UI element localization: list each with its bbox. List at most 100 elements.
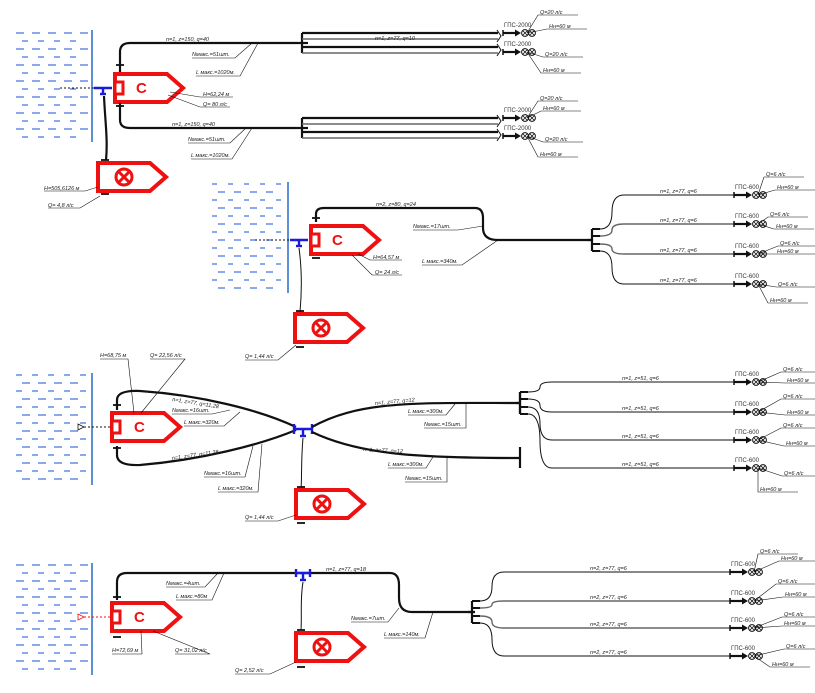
nozzle-head-label: Hн=60 м <box>777 185 799 191</box>
pump-letter: С <box>136 80 147 97</box>
n-max-label: Nмакс.=17шт. <box>413 224 451 230</box>
nozzle-type-label: ГПС-2000 <box>504 23 532 29</box>
nozzle-head-label: Hн=60 м <box>787 378 809 384</box>
branch-hose[interactable] <box>599 250 734 285</box>
aux-pump[interactable] <box>294 631 366 663</box>
trunk-hose-in-upper[interactable] <box>115 389 297 428</box>
pump-truck[interactable] <box>110 601 182 633</box>
branch-hose[interactable] <box>599 243 734 255</box>
branch-hose[interactable] <box>599 223 734 237</box>
aux-hose[interactable] <box>300 437 304 491</box>
aux-pump[interactable] <box>294 488 366 520</box>
aux-flow-label: Q= 2,52 л/с <box>235 668 264 674</box>
hose-params: n=1, z=77, q=12 <box>363 447 403 455</box>
trunk-hose-out-lower[interactable] <box>311 431 521 460</box>
leader-line <box>526 110 581 119</box>
nozzle-head-label: Hн=60 м <box>770 298 792 304</box>
branch-hose[interactable] <box>599 194 734 230</box>
leader-line <box>753 648 815 657</box>
merge-fitting <box>496 114 502 128</box>
trunk-hose-out-upper[interactable] <box>311 401 521 428</box>
pump-letter: С <box>134 609 145 626</box>
leader-line <box>753 583 815 602</box>
aux-pump[interactable] <box>96 161 168 193</box>
branch-hose[interactable] <box>479 615 730 629</box>
branch-hose[interactable] <box>479 622 730 657</box>
aux-pump[interactable] <box>293 312 365 344</box>
leader-line <box>526 135 583 143</box>
leader-line <box>753 625 815 629</box>
nozzle-flow-label: Q=6 л/с <box>760 549 780 555</box>
branch-hose[interactable] <box>479 571 730 602</box>
aux-flow-label: Q= 1,44 л/с <box>245 515 274 521</box>
aux-hose[interactable] <box>300 581 304 631</box>
pump-head-label: H=64,57 м <box>373 255 399 261</box>
branch-hose[interactable] <box>527 406 734 441</box>
hose-params: n=2, z=77, q=6 <box>590 650 628 656</box>
pump-flow-label: Q= 24 л/с <box>375 270 399 276</box>
l-max-label: L макс.=1020м. <box>191 153 230 159</box>
scheme-2: С n=2, z=80, q=24 Nмакс.=17шт. L макс.=3… <box>212 172 815 361</box>
double-circle-cross-icon <box>501 28 537 38</box>
hose-params: n=1, z=77, q=6 <box>660 218 698 224</box>
pump-flow-label: Q= 22,56 л/с <box>150 353 182 359</box>
aux-hose[interactable] <box>298 247 302 313</box>
trunk-hose[interactable] <box>115 571 475 614</box>
leader-line <box>757 223 814 230</box>
nozzle-head-label: Hн=60 м <box>776 224 798 230</box>
trunk-hose-lower[interactable] <box>118 103 298 130</box>
pump-truck[interactable] <box>309 224 381 256</box>
nozzle-type-label: ГПС-600 <box>735 185 760 191</box>
nozzle-type-label: ГПС-2000 <box>504 126 532 132</box>
hose-params: n=2, z=77, q=6 <box>590 595 628 601</box>
nozzle-head-label: Hн=60 м <box>760 487 782 493</box>
branch-hose[interactable] <box>479 600 730 609</box>
nozzle-flow-label: Q=6 л/с <box>784 612 804 618</box>
nozzle-head-label: Hн=60 м <box>549 24 571 30</box>
pump-truck[interactable] <box>113 72 185 104</box>
branch-hose[interactable] <box>527 398 734 413</box>
pump-flow-label: Q= 31,02 л/с <box>175 648 207 654</box>
hose-params: n=1, z=150, q=40 <box>172 122 216 128</box>
leader-line <box>526 100 578 119</box>
trunk-hose-upper[interactable] <box>118 41 298 72</box>
aux-hose[interactable] <box>102 95 108 161</box>
hose-params: n=1, z=51, q=6 <box>622 434 660 440</box>
l-max-label: L макс.=300м. <box>388 462 424 468</box>
double-circle-cross-icon <box>732 279 768 289</box>
nozzle-type-label: ГПС-600 <box>735 244 760 250</box>
branch-hose[interactable] <box>527 381 734 393</box>
nozzle-type-label: ГПС-600 <box>731 618 756 624</box>
hose-params: n=1, z=77, q=6 <box>660 278 698 284</box>
l-max-label: L макс.=140м. <box>384 632 420 638</box>
trunk-hose[interactable] <box>314 206 592 242</box>
n-max-label: Nмакс.=16шт. <box>172 408 210 414</box>
leader-line <box>526 135 578 158</box>
nozzle-head-label: Hн=60 м <box>772 662 794 668</box>
leader-line <box>757 381 815 384</box>
branch-hose[interactable] <box>527 413 734 469</box>
trunk-hose-in-lower[interactable] <box>115 428 297 467</box>
pump-truck[interactable] <box>110 411 182 443</box>
l-max-label: L макс.=340м. <box>422 259 458 265</box>
merge-fitting <box>496 128 502 142</box>
leader-line <box>757 245 815 255</box>
branch-fitting <box>290 238 308 248</box>
